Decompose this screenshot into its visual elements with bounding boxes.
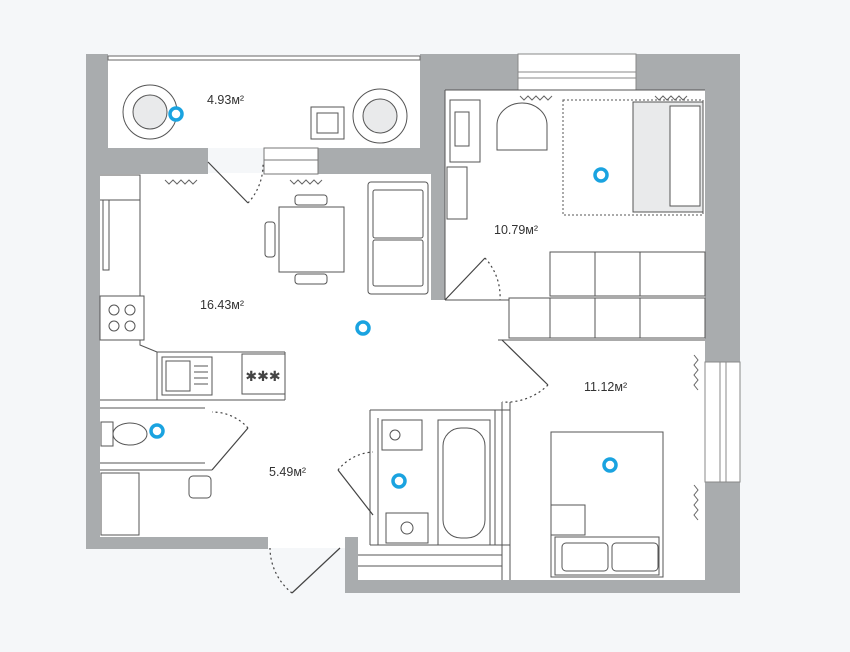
bed-bottom xyxy=(550,431,664,578)
hotspot-kitchen-living[interactable] xyxy=(355,320,371,336)
hotspot-bedroom-bottom[interactable] xyxy=(602,457,618,473)
interior-walls xyxy=(100,89,705,580)
wc-fixtures xyxy=(100,421,212,536)
window-top xyxy=(517,53,637,91)
bathroom-fixtures xyxy=(381,419,491,546)
sofa-living xyxy=(367,181,429,295)
hotspot-balcony[interactable] xyxy=(168,106,184,122)
balcony-area-label: 4.93м² xyxy=(207,93,244,107)
balcony-window xyxy=(263,147,319,175)
exterior-walls xyxy=(86,54,740,593)
window-right xyxy=(704,361,741,483)
radiators xyxy=(164,95,699,521)
hotspot-bedroom-top[interactable] xyxy=(593,167,609,183)
hallway-area-label: 5.49м² xyxy=(269,465,306,479)
bedroom-bottom-area-label: 11.12м² xyxy=(584,380,627,394)
doors xyxy=(207,161,549,594)
bedroom-top-area-label: 10.79м² xyxy=(494,223,538,237)
kitchen-living-area-label: 16.43м² xyxy=(200,298,244,312)
bedroom-top-furniture xyxy=(446,99,706,339)
svg-text:✱✱✱: ✱✱✱ xyxy=(245,368,280,384)
kitchen-counter: ✱✱✱ xyxy=(99,174,286,400)
dining-table xyxy=(264,194,345,285)
hotspot-bathroom[interactable] xyxy=(391,473,407,489)
balcony-chairs xyxy=(122,84,408,144)
hotspot-wc[interactable] xyxy=(149,423,165,439)
balcony-railing xyxy=(107,55,421,61)
